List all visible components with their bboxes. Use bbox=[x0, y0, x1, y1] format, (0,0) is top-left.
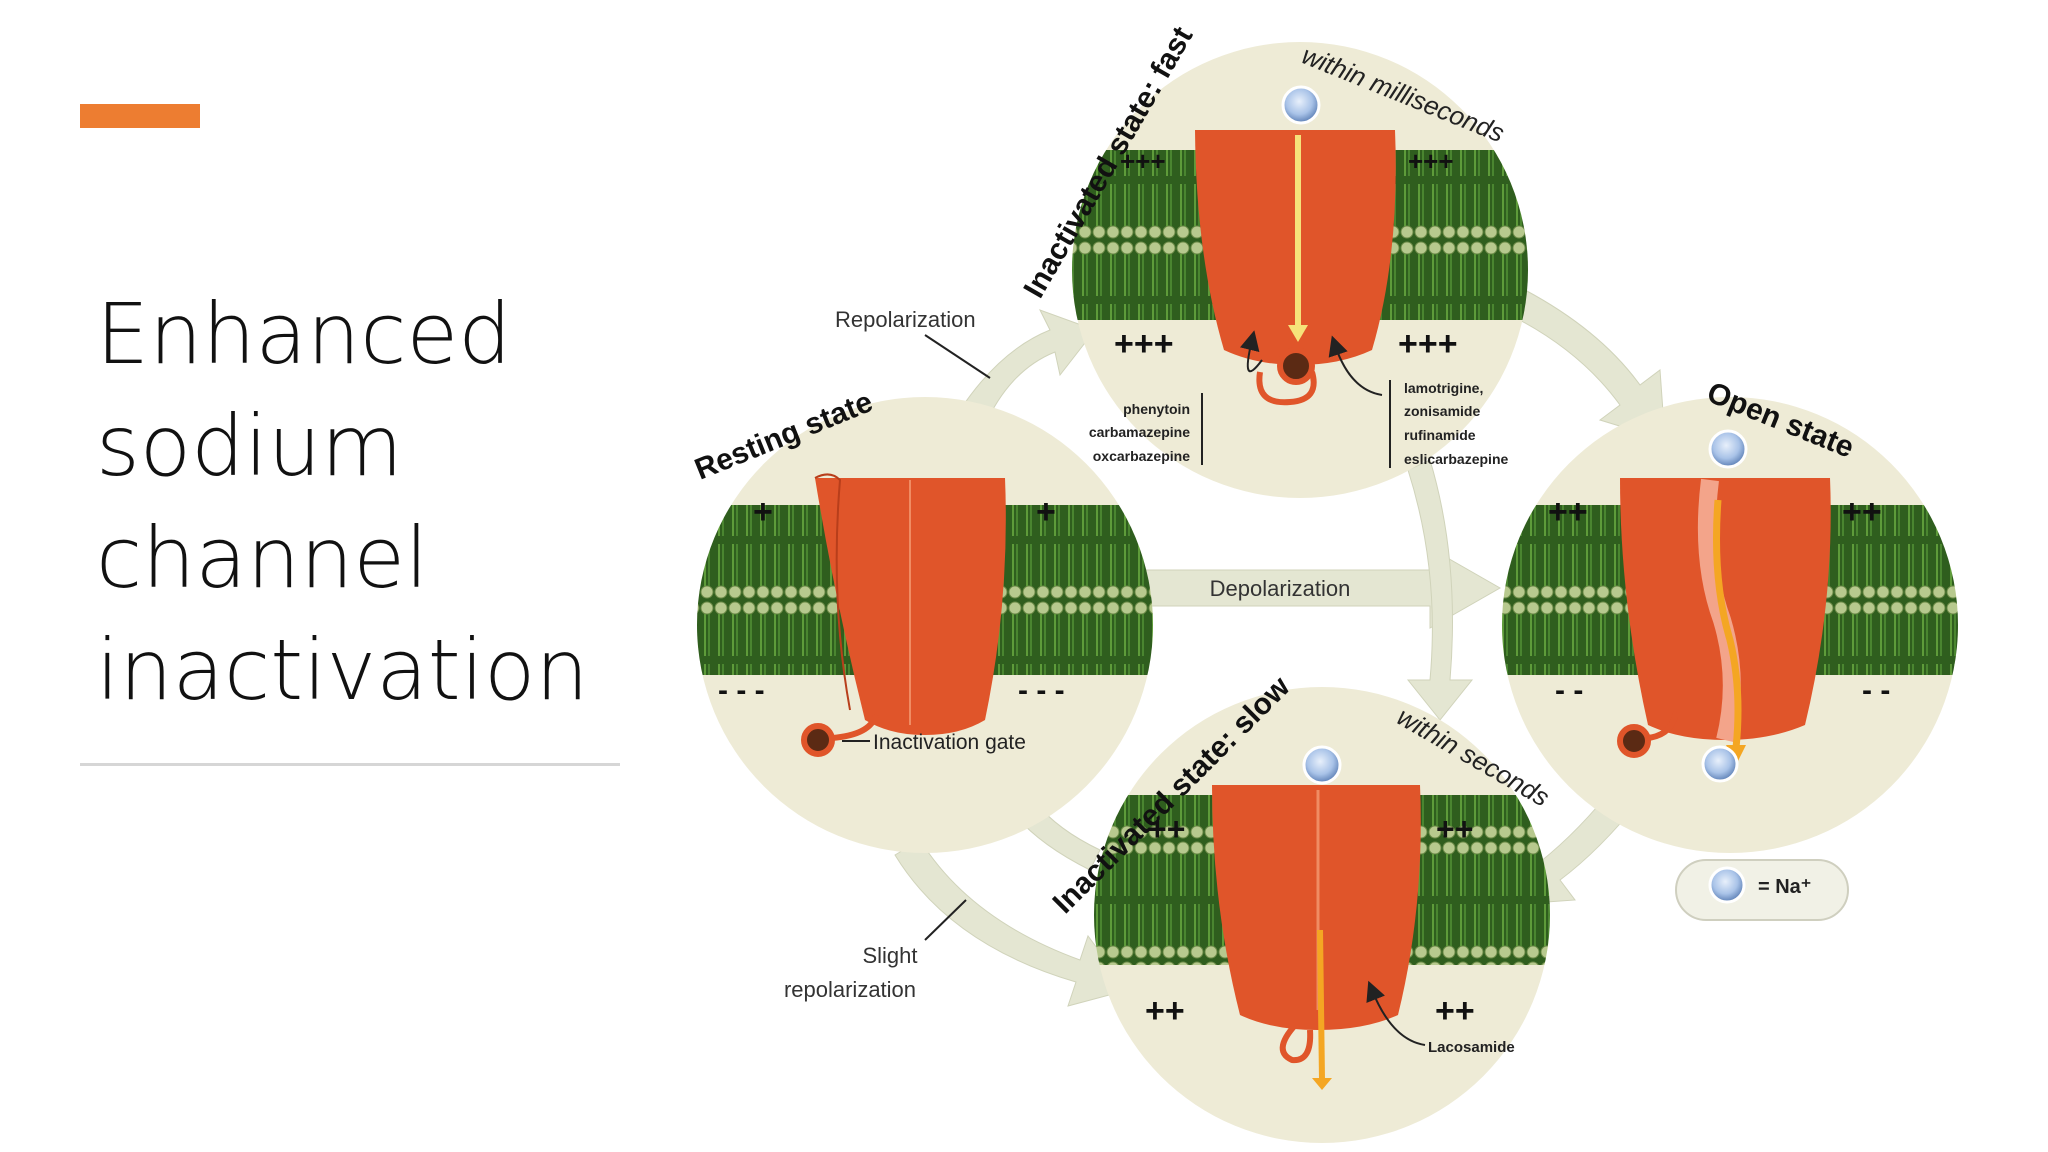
sodium-ion-legend-icon bbox=[1708, 866, 1746, 904]
fast-to-slow-arrow bbox=[1406, 459, 1474, 721]
transition-arrows bbox=[894, 289, 1666, 1007]
slow-charge-top-left: ++ bbox=[1148, 811, 1185, 847]
drug-name: Lacosamide bbox=[1428, 1039, 1515, 1056]
slight-repolarization-arrow bbox=[894, 839, 1129, 1007]
title-line: Enhanced bbox=[96, 285, 512, 383]
fast-left-drug-list: phenytoin carbamazepine oxcarbazepine bbox=[1089, 401, 1190, 464]
open-charge-top-right: ++ bbox=[1842, 493, 1882, 531]
drug-name: rufinamide bbox=[1404, 427, 1476, 443]
sodium-ion bbox=[1708, 429, 1748, 469]
drug-name: lamotrigine, bbox=[1404, 380, 1483, 396]
slight-repolarization-label-line1: Slight bbox=[862, 943, 917, 968]
legend-na-label: = Na⁺ bbox=[1758, 876, 1811, 898]
inactivation-gate-ball bbox=[801, 723, 835, 757]
slow-channel bbox=[1212, 785, 1421, 1030]
accent-bar bbox=[80, 104, 200, 128]
fast-charge-lower-left: +++ bbox=[1114, 325, 1174, 363]
drug-name: eslicarbazepine bbox=[1404, 451, 1508, 467]
resting-charge-bottom-right: - - - bbox=[1018, 674, 1065, 707]
depolarization-label: Depolarization bbox=[1210, 576, 1351, 601]
resting-charge-top-left: + bbox=[753, 493, 773, 531]
open-gate-ball bbox=[1617, 724, 1651, 758]
open-state-panel: ++ ++ - - - - bbox=[1502, 397, 1958, 853]
drug-name: oxcarbazepine bbox=[1093, 448, 1190, 464]
inactivation-gate-label: Inactivation gate bbox=[873, 731, 1026, 754]
slight-repolarization-label-line2: repolarization bbox=[784, 977, 916, 1002]
repolarization-label: Repolarization bbox=[835, 307, 976, 332]
title-line: sodium bbox=[96, 397, 403, 495]
title-line: inactivation bbox=[96, 621, 589, 719]
slow-gate-loop bbox=[1279, 1017, 1314, 1064]
fast-right-drug-list: lamotrigine, zonisamide rufinamide eslic… bbox=[1404, 380, 1508, 467]
sodium-ion bbox=[1302, 745, 1342, 785]
sodium-channel-state-diagram: + + - - - - - - Inactivation gate Restin… bbox=[690, 21, 1958, 1143]
slow-charge-top-right: ++ bbox=[1436, 811, 1473, 847]
drug-name: phenytoin bbox=[1123, 401, 1190, 417]
sodium-ion bbox=[1701, 745, 1739, 783]
drug-name: zonisamide bbox=[1404, 403, 1480, 419]
fast-charge-top-right: +++ bbox=[1408, 146, 1454, 176]
slow-charge-lower-left: ++ bbox=[1145, 992, 1185, 1030]
inactivated-slow-panel: ++ ++ ++ ++ Lacosamide bbox=[1094, 687, 1550, 1143]
resting-charge-top-right: + bbox=[1036, 493, 1056, 531]
open-charge-bottom-left: - - bbox=[1555, 674, 1583, 707]
sodium-ion bbox=[1281, 85, 1321, 125]
sodium-ion-legend: = Na⁺ bbox=[1675, 859, 1849, 921]
inactivated-fast-panel: +++ +++ +++ +++ phenytoin carbamazepine … bbox=[1072, 42, 1528, 498]
open-charge-bottom-right: - - bbox=[1862, 674, 1890, 707]
drug-name: carbamazepine bbox=[1089, 424, 1190, 440]
slide-title: Enhanced sodium channel inactivation bbox=[96, 278, 656, 726]
title-line: channel bbox=[96, 509, 429, 607]
resting-charge-bottom-left: - - - bbox=[718, 674, 765, 707]
slow-charge-lower-right: ++ bbox=[1435, 992, 1475, 1030]
fast-charge-top-left: +++ bbox=[1120, 146, 1166, 176]
resting-state-panel: + + - - - - - - Inactivation gate bbox=[697, 397, 1153, 853]
fast-charge-lower-right: +++ bbox=[1398, 325, 1458, 363]
fast-gate-ball bbox=[1277, 347, 1315, 385]
title-divider bbox=[80, 763, 620, 766]
open-charge-top-left: ++ bbox=[1548, 493, 1588, 531]
